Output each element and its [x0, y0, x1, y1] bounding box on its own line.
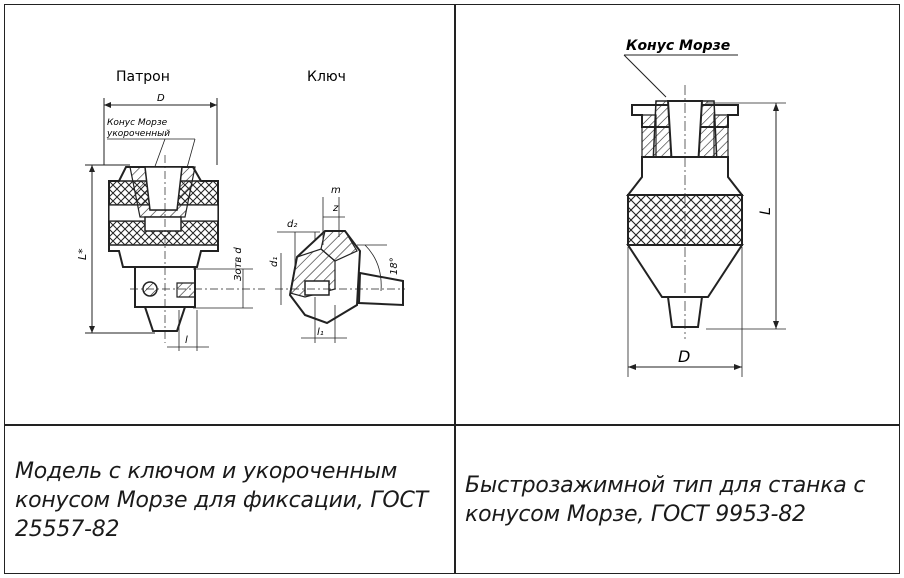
chuck-label: Патрон	[116, 69, 170, 85]
morse-taper-label: Конус Морзе	[626, 38, 730, 54]
dimension-d2-label: d₂	[287, 219, 297, 230]
keyed-chuck-drawing-cell: Патрон Ключ D Конус Морзе укороченный L*	[5, 5, 454, 424]
thread-dimension-label: Зотв d	[233, 247, 244, 281]
angle-label: 18°	[389, 257, 400, 275]
dimension-l1-label: l₁	[317, 327, 324, 338]
key-label: Ключ	[307, 69, 346, 85]
caption-keyed-chuck: Модель с ключом и укороченным конусом Мо…	[15, 459, 428, 542]
morse-note-line1: Конус Морзе	[107, 118, 168, 128]
dimension-l-star-label: L*	[76, 248, 89, 260]
dimension-d-label: D	[157, 93, 165, 104]
caption-keyless-chuck: Быстрозажимной тип для станка с конусом …	[465, 473, 866, 527]
column-divider	[454, 5, 456, 573]
dimension-z-label: z	[332, 203, 339, 214]
dimension-m-label: m	[331, 185, 341, 196]
dimension-l-label: l	[185, 335, 188, 346]
morse-note-line2: укороченный	[106, 129, 170, 139]
row-divider	[5, 424, 899, 426]
dimension-d-label-right: D	[678, 347, 690, 366]
keyed-chuck-drawing: Патрон Ключ D Конус Морзе укороченный L*	[76, 69, 405, 351]
keyless-chuck-drawing: Конус Морзе L	[623, 38, 786, 377]
dimension-d1-label: d₁	[269, 257, 280, 267]
comparison-table: Патрон Ключ D Конус Морзе укороченный L*	[4, 4, 900, 574]
keyless-chuck-drawing-cell: Конус Морзе L	[456, 5, 899, 424]
dimension-l-label-right: L	[758, 207, 774, 215]
